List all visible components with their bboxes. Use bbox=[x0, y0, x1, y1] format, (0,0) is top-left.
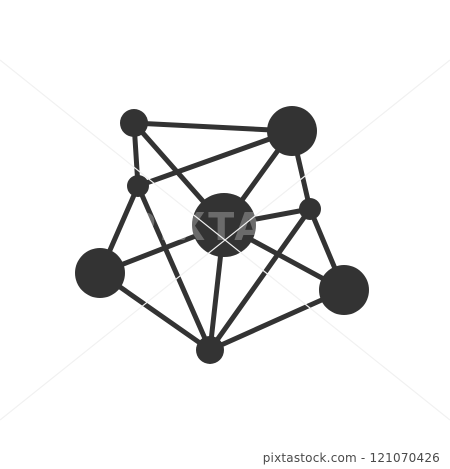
node-top-left bbox=[120, 109, 148, 137]
footer-bar bbox=[0, 446, 450, 469]
node-mid-right-small bbox=[299, 198, 321, 220]
node-right bbox=[319, 265, 369, 315]
node-top-right bbox=[267, 106, 317, 156]
node-mid-left-small bbox=[127, 175, 149, 197]
node-bottom bbox=[196, 336, 224, 364]
node-center bbox=[192, 193, 256, 257]
node-left bbox=[75, 248, 125, 298]
watermark-footer-text: pixtastock.com - 121070426 bbox=[262, 451, 440, 465]
